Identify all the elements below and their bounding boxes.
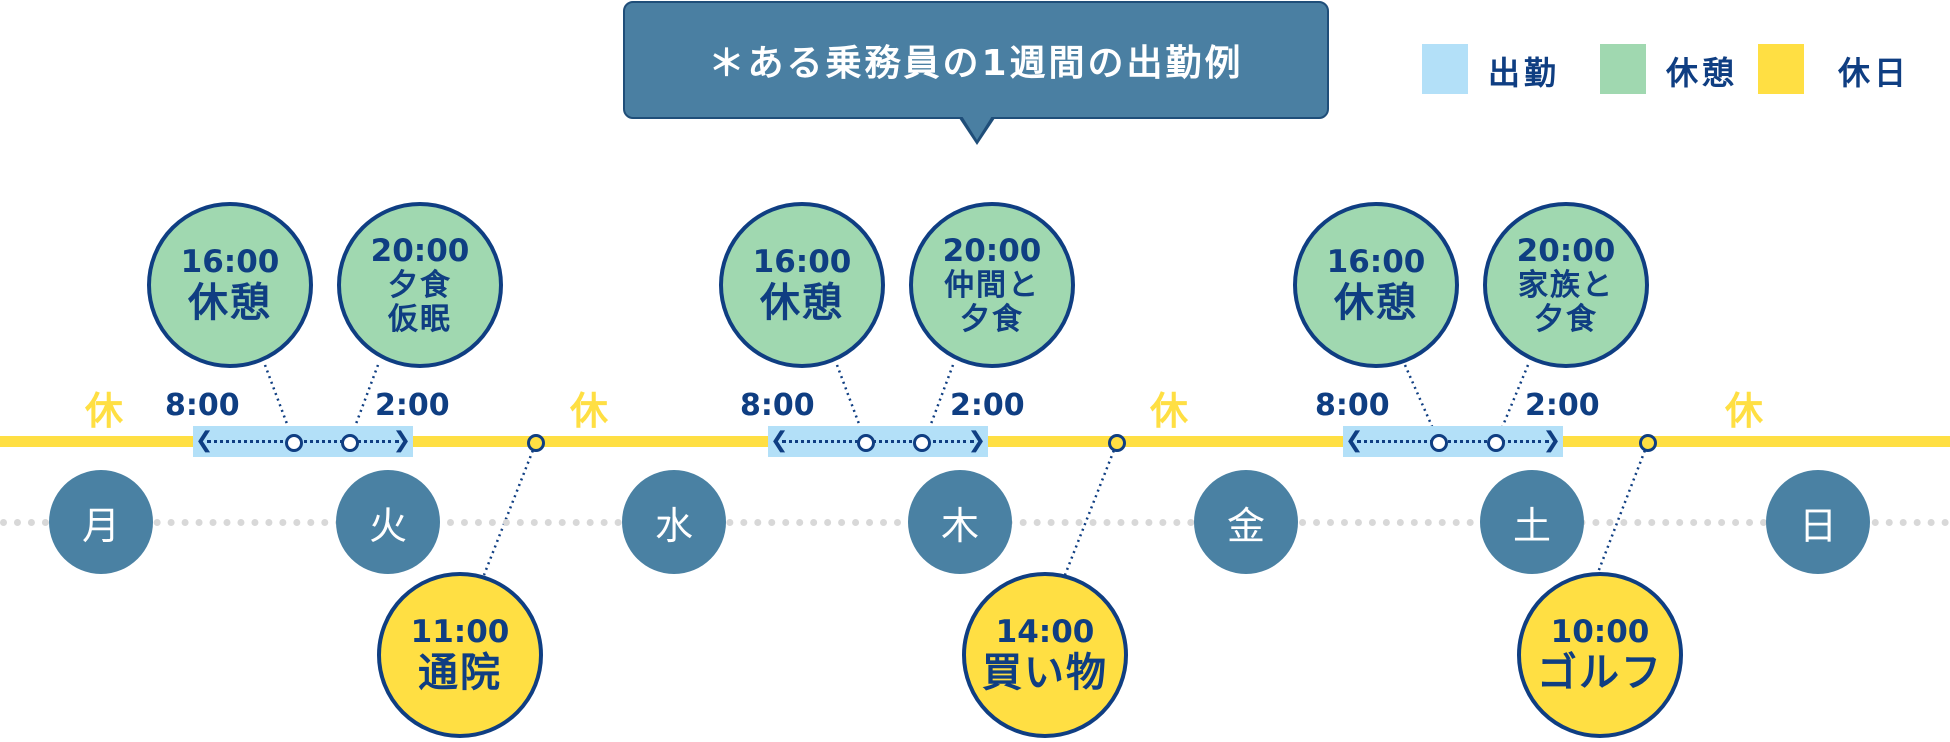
- event-node: [285, 434, 303, 452]
- chevron-left-icon: ❮: [195, 428, 214, 453]
- rest-marker: 休: [1150, 389, 1189, 433]
- shift-start-label: 8:00: [165, 388, 240, 423]
- chevron-right-icon: ❯: [1542, 428, 1561, 453]
- event-node: [341, 434, 359, 452]
- legend-label-work: 出勤: [1488, 54, 1561, 92]
- shift-end-label: 2:00: [950, 388, 1025, 423]
- dinner-bubble: 20:00 仲間と 夕食: [909, 202, 1075, 368]
- work-bar-3: ❮ ❯: [1343, 426, 1563, 457]
- event-node: [913, 434, 931, 452]
- day-sunday: 日: [1766, 470, 1870, 574]
- event-node: [1430, 434, 1448, 452]
- holiday-node: [1108, 434, 1126, 452]
- chevron-left-icon: ❮: [1345, 428, 1364, 453]
- legend-label-holiday: 休日: [1838, 54, 1911, 92]
- chevron-left-icon: ❮: [770, 428, 789, 453]
- break-bubble: 16:00 休憩: [719, 202, 885, 368]
- rest-marker: 休: [85, 389, 124, 433]
- holiday-node: [527, 434, 545, 452]
- day-monday: 月: [49, 470, 153, 574]
- event-node: [857, 434, 875, 452]
- work-bar-1: ❮ ❯: [193, 426, 413, 457]
- break-bubble: 16:00 休憩: [1293, 202, 1459, 368]
- holiday-bubble: 14:00 買い物: [962, 572, 1128, 738]
- day-saturday: 土: [1480, 470, 1584, 574]
- day-tuesday: 火: [336, 470, 440, 574]
- page-title: ＊ある乗務員の1週間の出勤例: [708, 43, 1244, 84]
- legend-swatch-work: [1422, 44, 1468, 94]
- break-bubble: 16:00 休憩: [147, 202, 313, 368]
- title-callout: ＊ある乗務員の1週間の出勤例: [623, 1, 1329, 119]
- event-node: [1487, 434, 1505, 452]
- holiday-bubble: 11:00 通院: [377, 572, 543, 738]
- work-bar-2: ❮ ❯: [768, 426, 988, 457]
- shift-start-label: 8:00: [740, 388, 815, 423]
- shift-end-label: 2:00: [1525, 388, 1600, 423]
- chevron-right-icon: ❯: [967, 428, 986, 453]
- rest-marker: 休: [570, 389, 609, 433]
- holiday-node: [1639, 434, 1657, 452]
- chevron-right-icon: ❯: [392, 428, 411, 453]
- shift-end-label: 2:00: [375, 388, 450, 423]
- holiday-bubble: 10:00 ゴルフ: [1517, 572, 1683, 738]
- dinner-bubble: 20:00 家族と 夕食: [1483, 202, 1649, 368]
- legend-label-break: 休憩: [1666, 54, 1739, 92]
- callout-tail-fill: [962, 116, 992, 140]
- day-friday: 金: [1194, 470, 1298, 574]
- rest-marker: 休: [1725, 389, 1764, 433]
- day-thursday: 木: [908, 470, 1012, 574]
- shift-start-label: 8:00: [1315, 388, 1390, 423]
- legend-swatch-break: [1600, 44, 1646, 94]
- day-wednesday: 水: [622, 470, 726, 574]
- legend-swatch-holiday: [1758, 44, 1804, 94]
- dinner-bubble: 20:00 夕食 仮眠: [337, 202, 503, 368]
